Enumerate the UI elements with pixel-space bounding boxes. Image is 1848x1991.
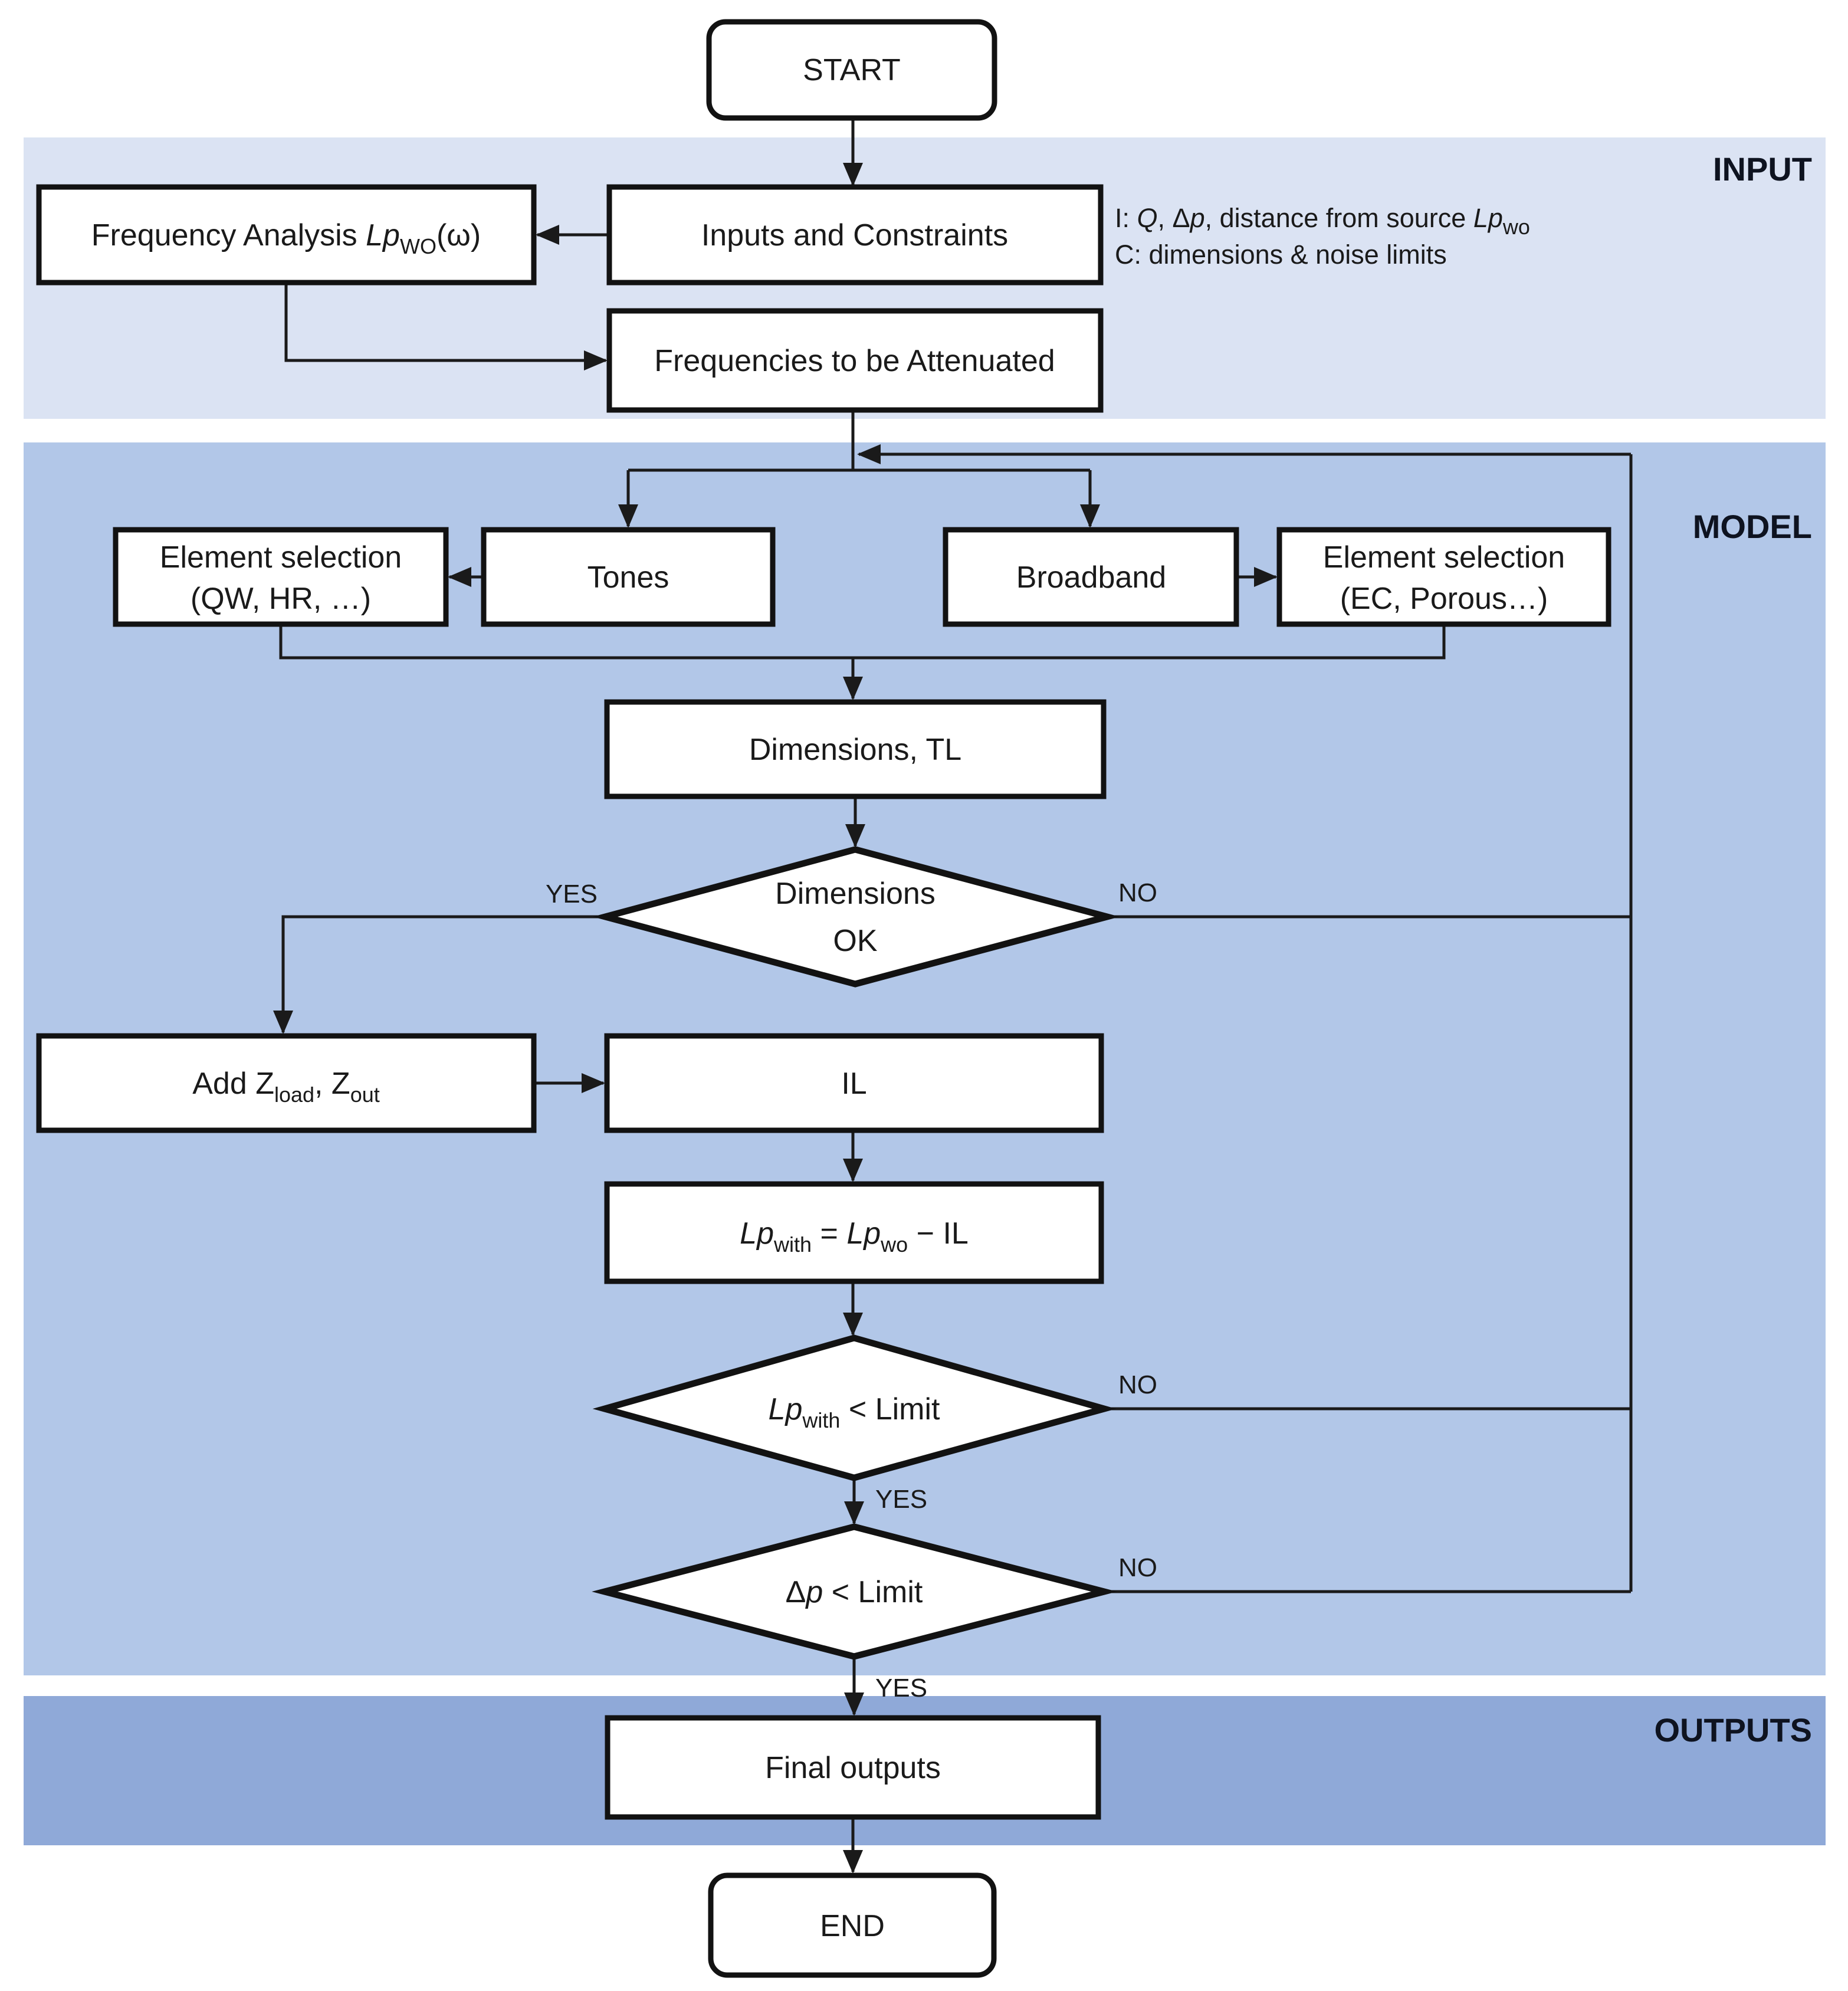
input-annotation-line1: I: Q, Δp, distance from source Lpwo: [1115, 203, 1530, 239]
label-no-dp-check: NO: [1118, 1553, 1157, 1582]
lp-check-label: Lpwith < Limit: [769, 1392, 940, 1432]
add-z-label: Add Zload, Zout: [192, 1067, 380, 1107]
dimensions-ok-decision: [592, 846, 1120, 988]
end-node: [708, 1872, 997, 1978]
edge-frequency-analysis-to-frequencies: [284, 283, 608, 370]
dp-check-label: Δp < Limit: [786, 1575, 923, 1609]
start-node: [706, 19, 997, 121]
label-yes-dimensions: YES: [546, 880, 598, 908]
lp-formula-node: [604, 1181, 1104, 1284]
element-selection-tonal-line1: Element selection: [160, 540, 402, 575]
outputs-section-label: OUTPUTS: [1654, 1711, 1812, 1749]
final-outputs-label: Final outputs: [765, 1751, 941, 1785]
edge-dimensions-yes: [273, 915, 605, 1034]
edge-elements-join: [279, 624, 1446, 660]
frequency-analysis-node: [36, 184, 537, 286]
broadband-node: [943, 527, 1239, 627]
frequencies-node: [606, 308, 1104, 413]
add-z-node: [36, 1033, 537, 1133]
tones-label: Tones: [587, 560, 669, 595]
tones-node: [481, 527, 776, 627]
element-selection-tonal-line2: (QW, HR, …): [191, 582, 371, 616]
label-no-lp-check: NO: [1118, 1370, 1157, 1399]
label-yes-lp-check: YES: [875, 1485, 927, 1514]
dp-check-decision: [592, 1523, 1117, 1660]
end-label: END: [820, 1909, 885, 1943]
input-annotation-line2: C: dimensions & noise limits: [1115, 240, 1447, 270]
dimensions-tl-node: [604, 699, 1107, 799]
dimensions-tl-label: Dimensions, TL: [749, 733, 961, 767]
inputs-constraints-label: Inputs and Constraints: [701, 218, 1008, 252]
start-label: START: [803, 53, 901, 87]
lp-formula-label: Lpwith = Lpwo − IL: [740, 1216, 969, 1257]
input-section-label: INPUT: [1713, 150, 1812, 188]
label-no-dimensions: NO: [1118, 878, 1157, 907]
element-selection-broadband-line1: Element selection: [1323, 540, 1565, 575]
lp-check-decision: [592, 1334, 1117, 1481]
frequency-analysis-label: Frequency Analysis LpWO(ω): [91, 218, 481, 258]
il-node: [604, 1033, 1104, 1133]
inputs-constraints-node: [606, 184, 1104, 286]
element-selection-tonal-node: [113, 527, 449, 627]
il-label: IL: [841, 1067, 866, 1101]
element-selection-broadband-node: [1276, 527, 1611, 627]
dimensions-ok-line2: OK: [833, 924, 877, 958]
final-outputs-node: [605, 1715, 1101, 1820]
frequencies-label: Frequencies to be Attenuated: [654, 344, 1055, 378]
element-selection-broadband-line2: (EC, Porous…): [1340, 582, 1548, 616]
label-yes-dp-check: YES: [875, 1674, 927, 1703]
dimensions-ok-line1: Dimensions: [775, 877, 936, 911]
model-section-label: MODEL: [1693, 508, 1812, 545]
broadband-label: Broadband: [1016, 560, 1166, 595]
